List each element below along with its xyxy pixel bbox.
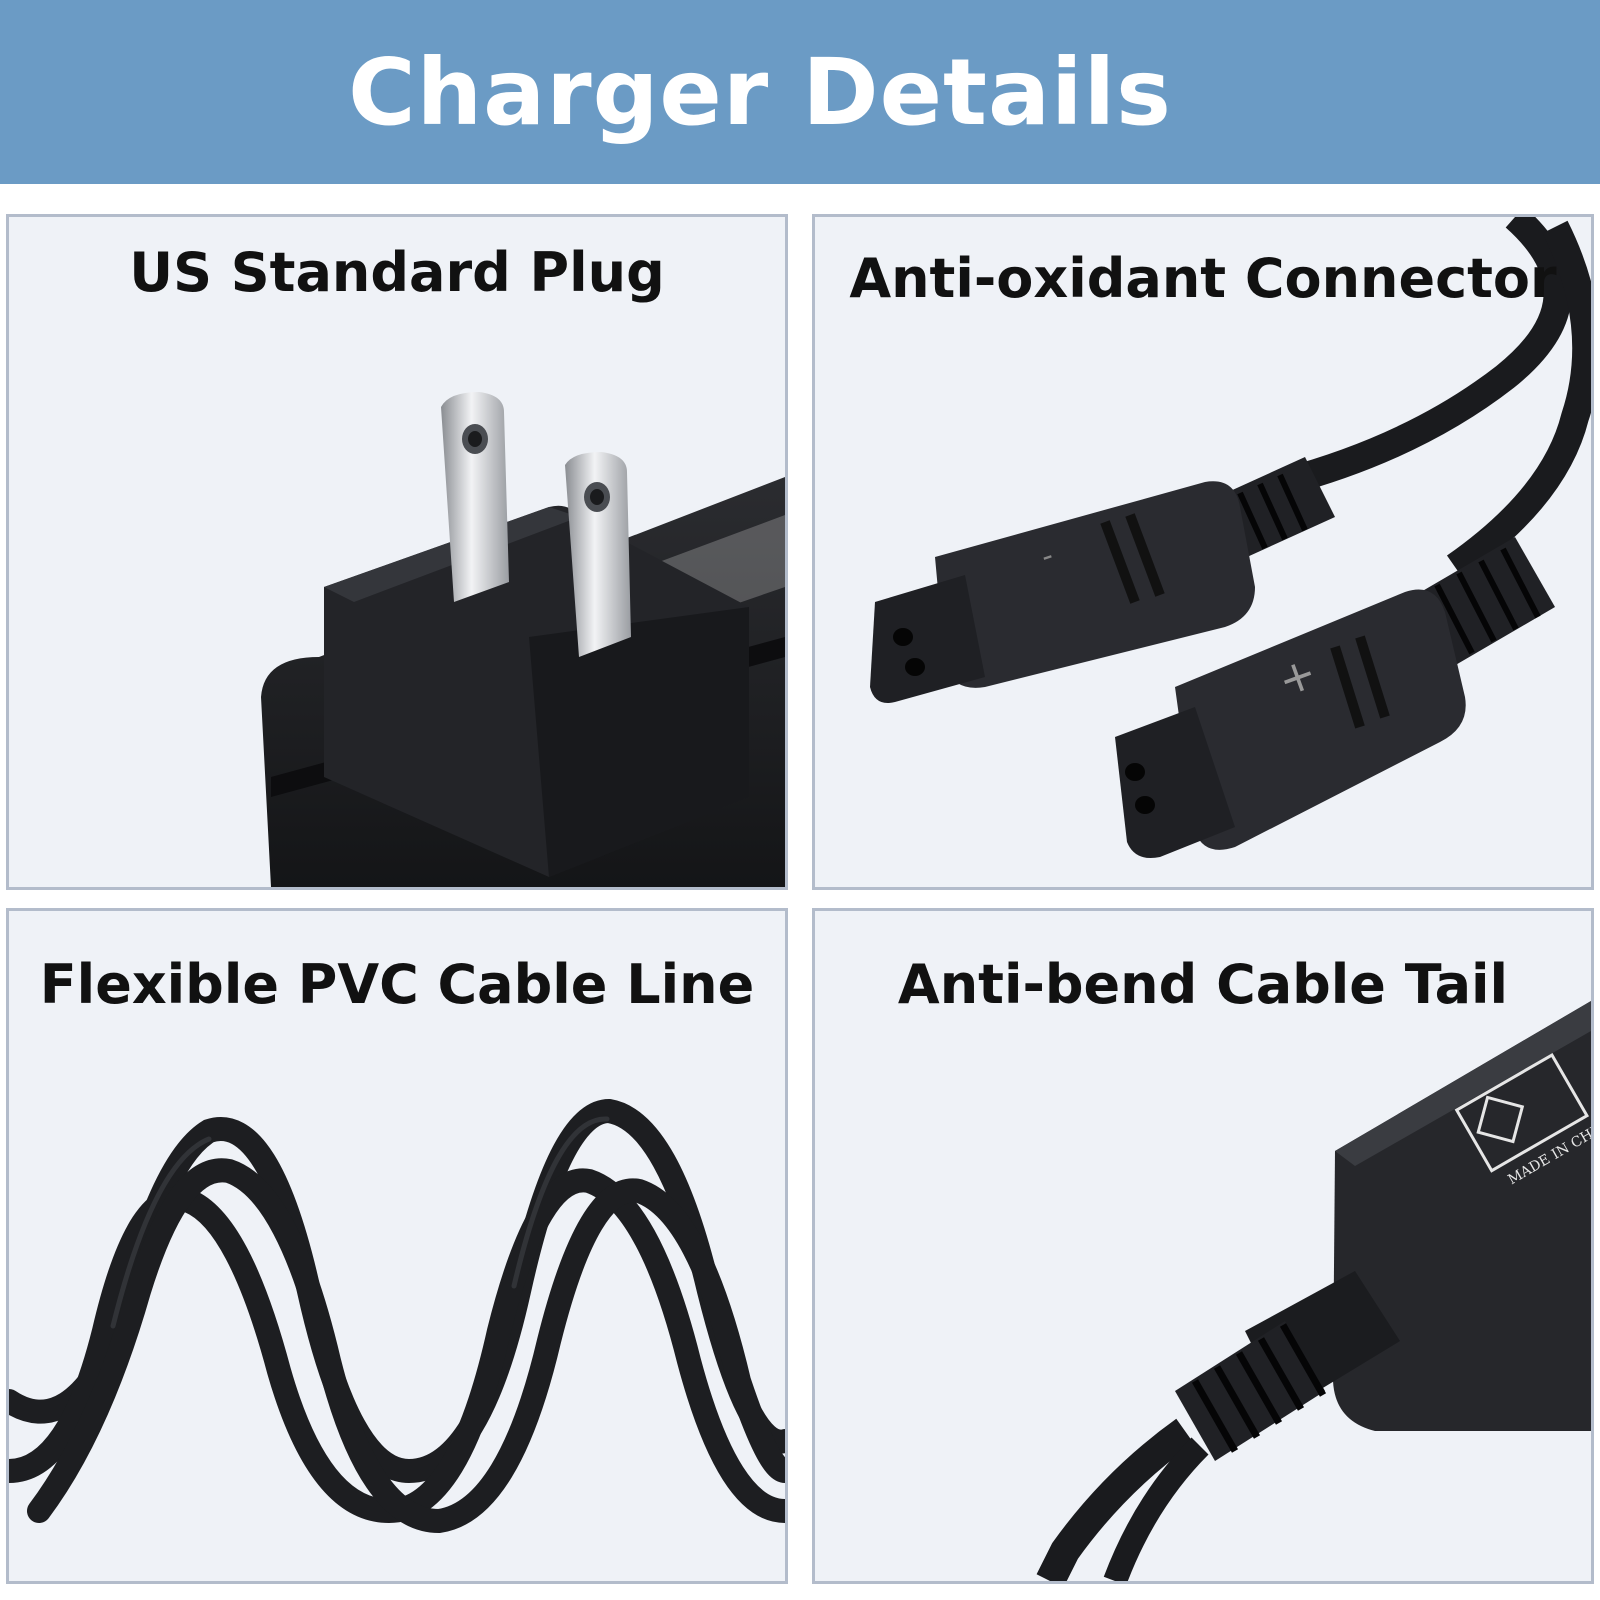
page-title: Charger Details: [348, 38, 1172, 146]
panel-anti-bend-cable-tail: Anti-bend Cable Tail MADE IN CHINA: [812, 908, 1594, 1584]
connector-icon: - +: [870, 217, 1591, 858]
cable-tail-icon: MADE IN CHINA: [1036, 1001, 1591, 1581]
panel-label: Anti-bend Cable Tail: [897, 953, 1509, 1016]
wall-plug-icon: [261, 392, 785, 887]
header-banner: Charger Details: [0, 0, 1600, 184]
panel-flexible-pvc-cable-line: Flexible PVC Cable Line: [6, 908, 788, 1584]
panel-anti-oxidant-connector: Anti-oxidant Connector - +: [812, 214, 1594, 890]
panel-us-standard-plug: US Standard Plug: [6, 214, 788, 890]
coiled-cable-icon: [9, 1098, 785, 1534]
panel-label: Flexible PVC Cable Line: [39, 953, 755, 1016]
panel-label: Anti-oxidant Connector: [849, 247, 1557, 310]
panel-label: US Standard Plug: [129, 241, 665, 304]
